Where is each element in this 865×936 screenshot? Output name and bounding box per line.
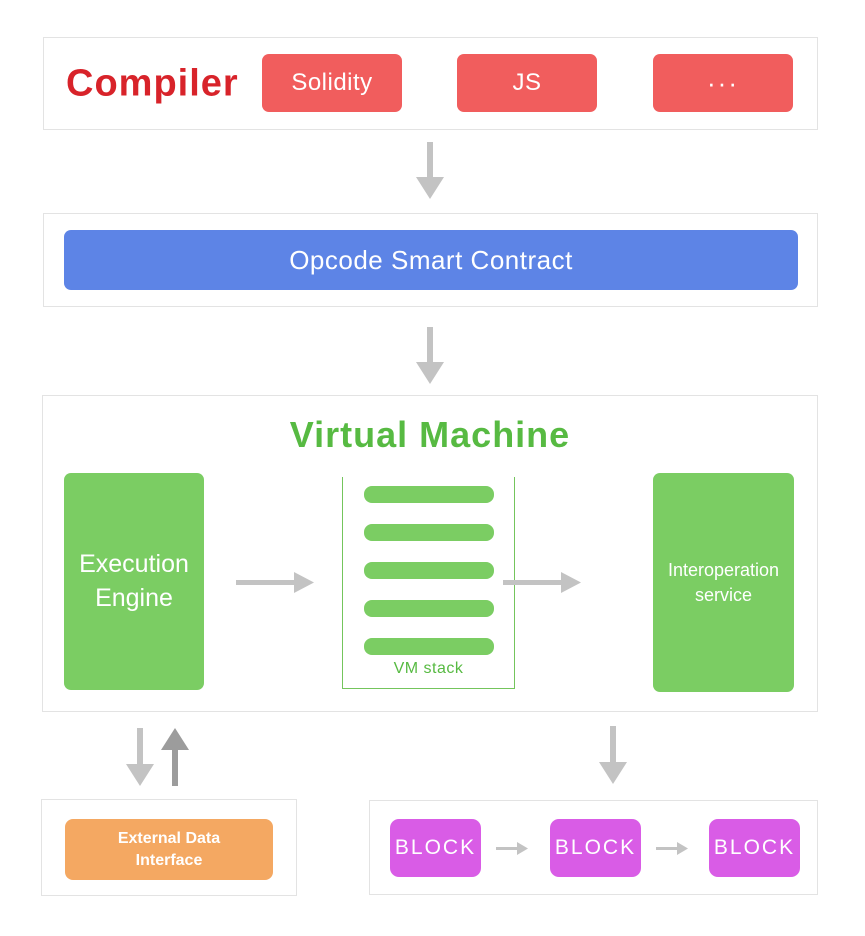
block-box: BLOCK <box>709 819 800 877</box>
vm-stack-bar <box>363 524 494 541</box>
arrow-right-icon <box>656 842 688 855</box>
vm-stack-bar <box>363 486 494 503</box>
block-box: BLOCK <box>390 819 481 877</box>
arrow-right-icon <box>503 572 581 593</box>
arrow-down-icon <box>416 142 444 199</box>
arrow-up-icon <box>161 728 189 786</box>
blockchain-section: BLOCK BLOCK BLOCK <box>369 800 818 895</box>
interoperation-service-box: Interoperation service <box>653 473 794 692</box>
vm-stack-bar <box>363 600 494 617</box>
vm-stack-bar <box>363 638 494 655</box>
external-data-section: External Data Interface <box>41 799 297 896</box>
interoperation-service-label: Interoperation service <box>667 560 780 605</box>
external-data-interface-label: External Data Interface <box>117 829 221 869</box>
vm-stack-label: VM stack <box>393 660 464 677</box>
compiler-title: Compiler <box>66 62 239 104</box>
block-box: BLOCK <box>550 819 641 877</box>
opcode-smart-contract-bar: Opcode Smart Contract <box>64 230 798 290</box>
arrow-down-icon <box>126 728 154 786</box>
execution-engine-box: Execution Engine <box>64 473 204 690</box>
js-button: JS <box>457 54 597 112</box>
more-languages-button: ··· <box>653 54 793 112</box>
compiler-section: Compiler Solidity JS ··· <box>43 37 818 130</box>
vm-stack-bar <box>363 562 494 579</box>
virtual-machine-title: Virtual Machine <box>289 414 571 455</box>
virtual-machine-section: Virtual Machine Execution Engine VM stac… <box>42 395 818 712</box>
arrow-down-icon <box>416 327 444 384</box>
arrow-right-icon <box>496 842 528 855</box>
arrow-right-icon <box>236 572 314 593</box>
external-data-interface-box: External Data Interface <box>65 819 273 880</box>
arrow-down-icon <box>599 726 627 784</box>
solidity-button: Solidity <box>262 54 402 112</box>
vm-stack-container: VM stack <box>342 477 515 689</box>
execution-engine-label: Execution Engine <box>79 549 189 612</box>
opcode-section: Opcode Smart Contract <box>43 213 818 307</box>
